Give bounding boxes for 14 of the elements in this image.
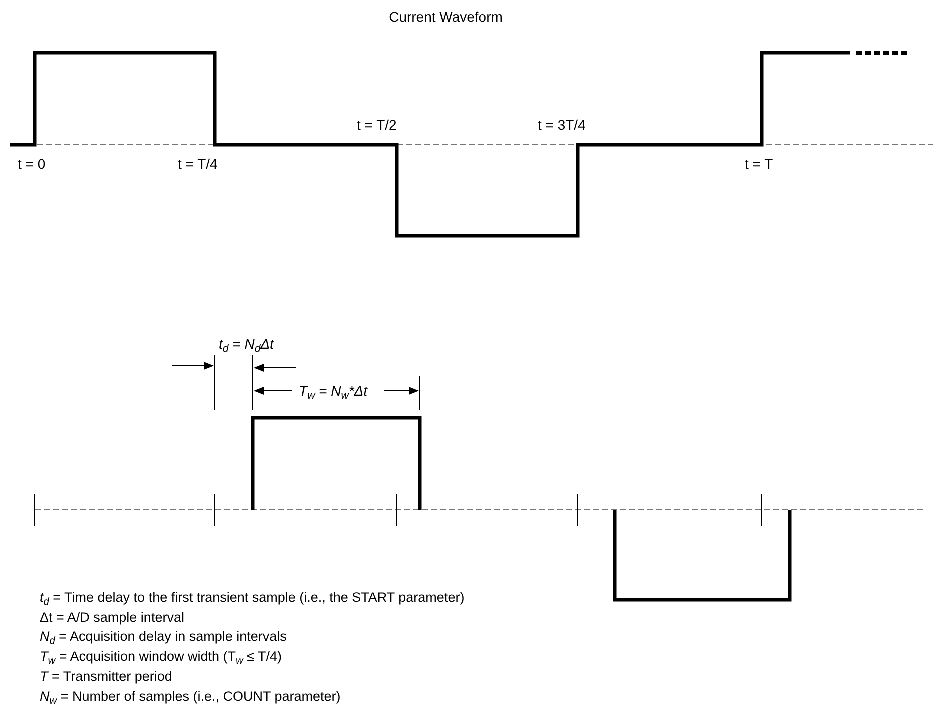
definition-note: T = Transmitter period: [40, 668, 172, 685]
diagram-title: Current Waveform: [389, 9, 503, 26]
definition-note: T$_{w}$ = Acquisition window width (T$_{w}$ ≤ T/4): [40, 648, 282, 666]
time-label: t = T/2: [357, 117, 397, 134]
formula-label: t$_{d}$ = N$_{d}$Δt: [219, 336, 274, 353]
time-label: t = 0: [18, 156, 46, 173]
time-label: t = T: [745, 156, 774, 173]
definition-note: Δt = A/D sample interval: [40, 608, 184, 626]
formula-label: T$_{w}$ = N$_{w}$*Δt: [299, 383, 368, 400]
definition-note: N$_{d}$ = Acquisition delay in sample intervals: [40, 628, 287, 646]
time-label: t = T/4: [178, 156, 218, 173]
definition-note: t$_{d}$ = Time delay to the first transient sample (i.e., the START parameter): [40, 589, 465, 606]
time-label: t = 3T/4: [538, 117, 586, 134]
definition-note: N$_{w}$ = Number of samples (i.e., COUNT parameter): [40, 688, 341, 704]
